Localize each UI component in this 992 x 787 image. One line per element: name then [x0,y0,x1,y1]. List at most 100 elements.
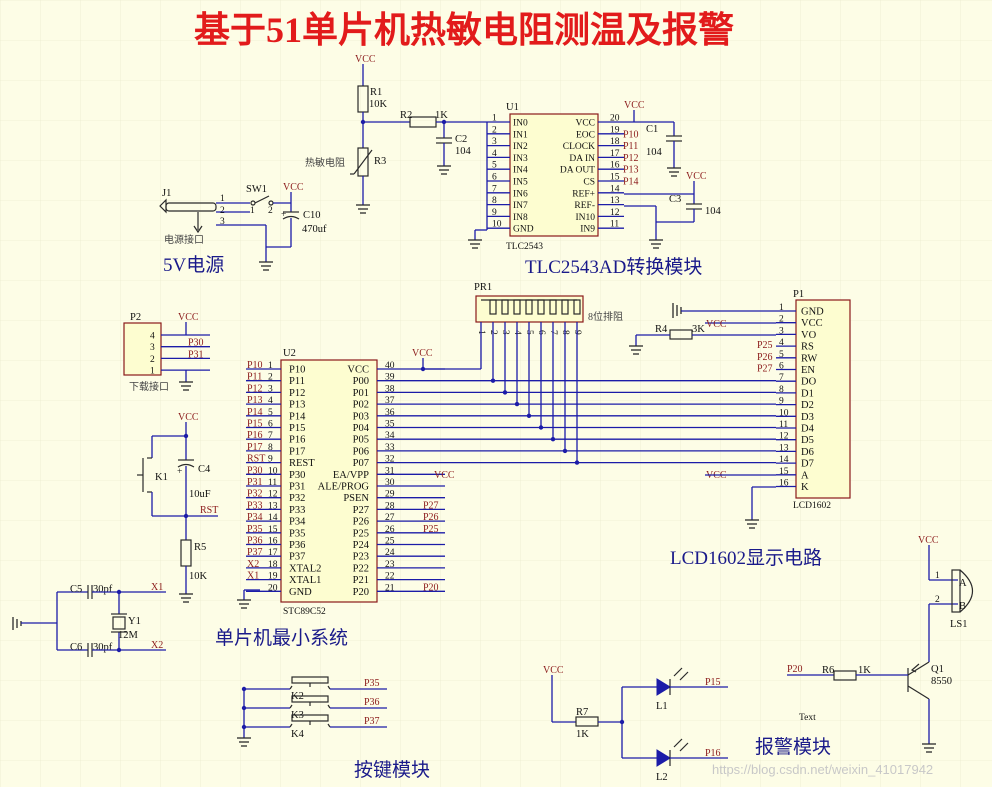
u2-pin-name: PSEN [343,493,369,504]
u1-vcc-label: VCC [624,100,645,111]
key-junction [241,724,247,730]
u1-ref: U1 [506,102,519,113]
p1-pin-name: D7 [801,459,814,470]
u2-pin-num: 9 [268,455,273,465]
data-bus [423,322,776,465]
u1-pin-name: CLOCK [563,142,595,152]
u2-net-label: P16 [247,430,263,441]
r5-ground-icon [179,593,193,603]
u1-body [509,113,599,237]
u2-pin-name: P25 [353,528,369,539]
schematic-title: 基于51单片机热敏电阻测温及报警 [194,10,734,50]
u1-pin-num: 3 [492,137,497,147]
p1-pin-num: 13 [779,443,789,453]
u1-pin-name: IN2 [513,142,528,152]
u2-pin-name: P23 [353,552,369,563]
q1-ground-icon [922,743,936,753]
r2-ref: R2 [400,110,412,121]
ref-vcc-label: VCC [686,171,707,182]
j1-pin-3: 3 [220,217,225,227]
r4-ref: R4 [655,324,668,335]
p2-pin-num: 2 [150,355,155,365]
led-vcc-label: VCC [543,665,564,676]
u2-pin-num: 4 [268,396,273,406]
bus-junction [574,460,580,465]
c6-ref: C6 [70,642,82,653]
c2-ref: C2 [455,134,467,145]
c1-value: 104 [646,147,663,158]
l1-led-icon [656,678,671,696]
r1-value: 10K [369,99,388,110]
p16-net-label: P16 [705,748,721,759]
key-contact [289,704,293,709]
u2-pin-num: 11 [268,478,277,488]
bus-junction [538,425,544,430]
u2-pin-num: 17 [268,548,278,558]
u1-net-label: P14 [623,177,639,188]
p1-pin-name: RW [801,353,817,364]
u2-pin-name: P07 [353,458,369,469]
u2-net-label: P37 [247,547,263,558]
u2-pin-name: REST [289,458,315,469]
p1-ref: P1 [793,289,804,300]
u2-pin-num: 28 [385,501,395,511]
u2-net-label: X2 [247,559,259,570]
power-module-title: 5V电源 [163,254,224,276]
u1-pin-num: 8 [492,196,497,206]
j1-pin-1: 1 [220,194,225,204]
key-contact [327,723,331,728]
u1-net-label: P13 [623,165,639,176]
u2-pin-num: 32 [385,455,395,465]
p1-pin-name: DO [801,377,817,388]
u2-pin-num: 14 [268,513,278,523]
u2-pin-num: 30 [385,478,395,488]
y1-value: 12M [118,630,139,641]
u2-pin-num: 24 [385,548,395,558]
r4-ground-icon [629,345,643,355]
u2-net-label: RST [247,454,265,465]
p1-pin-num: 6 [779,362,784,372]
u1-pin-name: GND [513,225,534,235]
ls1-pin-a: A [959,578,967,589]
key-ref: K4 [291,729,305,740]
ls1-pin-2-num: 2 [935,595,940,605]
c1-ref: C1 [646,124,658,135]
j1-name: 电源接口 [164,233,204,246]
p1-pin-name: K [801,482,809,493]
u2-body [280,359,378,603]
u2-pin-name: P24 [353,540,370,551]
u1-pin-num: 16 [610,161,620,171]
u2-pin-num: 36 [385,408,395,418]
p1-pin-name: D6 [801,447,814,458]
u2-net-label: P11 [247,372,262,383]
p1-pin-name: VO [801,330,817,341]
bus-junction [562,448,568,454]
c4-plus-sign: + [177,467,182,477]
watermark-text: https://blog.csdn.net/weixin_41017942 [712,762,933,777]
u2-pin-num: 23 [385,560,395,570]
u2-pin-name: P32 [289,493,305,504]
u1-net-label: P12 [623,153,639,164]
u2-net-label: P12 [247,383,263,394]
u1-pin-num: 17 [610,149,620,159]
keys-ground-icon [237,737,251,747]
sw1-ref: SW1 [246,184,267,195]
y1-crystal [112,616,126,630]
u2-pin-name: P31 [289,482,305,493]
r1-ref: R1 [370,87,382,98]
u1-pin-name: EOC [576,130,595,140]
p1-pin-num: 4 [779,338,784,348]
u1-pin-num: 9 [492,208,497,218]
power-vcc-label: VCC [283,182,304,193]
p2-pin-num: 1 [150,367,155,377]
r6-value: 1K [858,665,871,676]
u2-net-label: P26 [423,512,439,523]
j1-ref: J1 [162,188,171,199]
u1-pin-name: IN6 [513,189,528,199]
q1-value: 8550 [931,676,952,687]
u2-pin-name: P02 [353,400,369,411]
u1-pin-name: CS [583,178,595,188]
u1-pin-num: 18 [610,137,620,147]
